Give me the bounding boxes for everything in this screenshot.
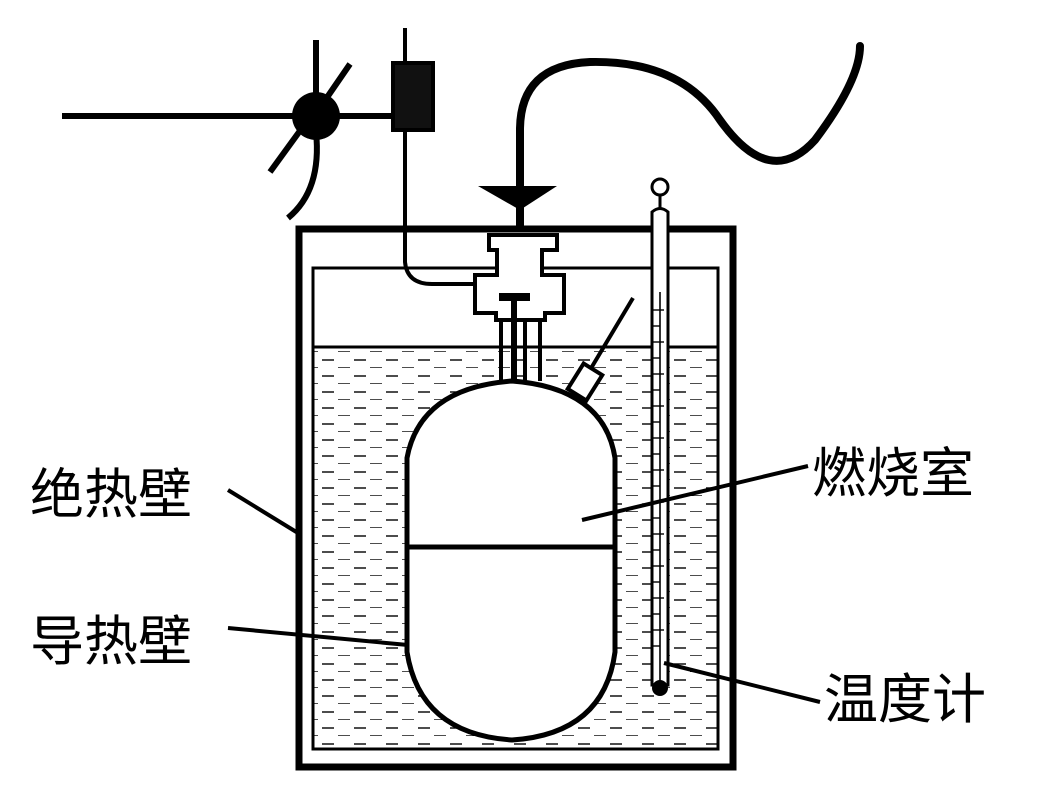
label-adiabatic-wall: 绝热壁 xyxy=(30,463,192,526)
leader-lines xyxy=(226,464,821,704)
ignition-switch xyxy=(391,61,435,132)
thermometer-bulb xyxy=(652,680,668,696)
leader-combustion-chamber xyxy=(581,464,809,522)
ignition-wire xyxy=(403,130,476,286)
bomb-neck xyxy=(499,318,542,381)
leader-conductive-wall xyxy=(227,626,409,647)
label-combustion-chamber: 燃烧室 xyxy=(812,442,974,505)
top-fitting xyxy=(473,233,566,322)
stirrer xyxy=(62,28,476,286)
stirrer-hub xyxy=(292,92,340,140)
label-conductive-wall: 导热壁 xyxy=(30,610,192,673)
thermometer-icon xyxy=(650,177,670,696)
leader-adiabatic-wall xyxy=(226,488,300,535)
side-inlet xyxy=(564,296,635,404)
leader-thermometer xyxy=(663,661,821,704)
combustion-bomb xyxy=(404,378,618,743)
label-thermometer: 温度计 xyxy=(824,668,986,731)
funnel-icon xyxy=(478,186,557,210)
oxygen-hose xyxy=(516,42,864,194)
